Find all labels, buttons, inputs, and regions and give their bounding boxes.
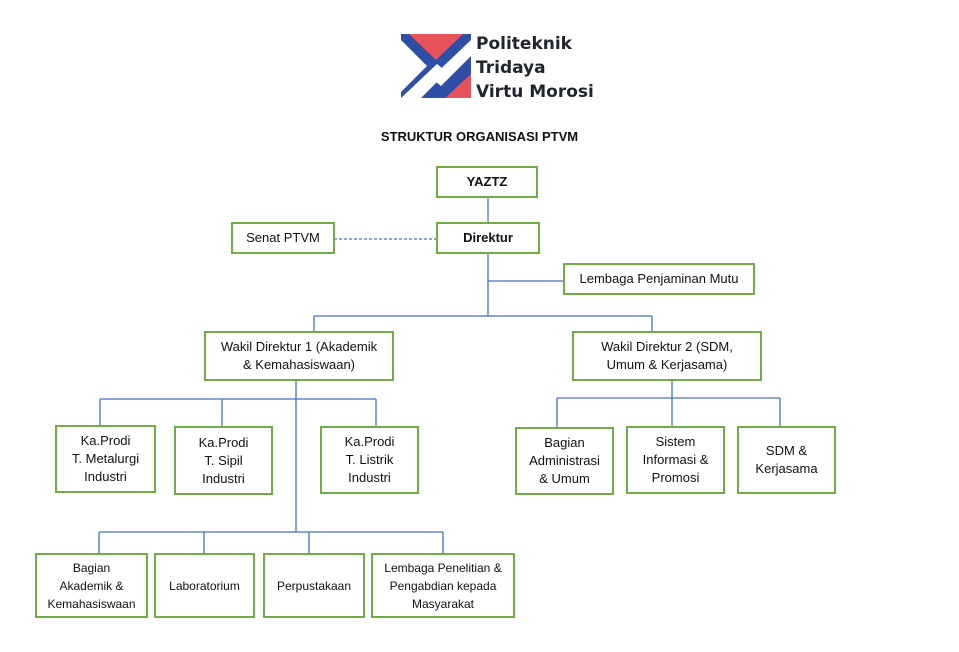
direktur-label: Direktur: [463, 230, 513, 245]
bagian-admin-box: Bagian Administrasi & Umum: [515, 427, 614, 495]
lppm-line-3: Masyarakat: [411, 596, 475, 611]
yaztz-label: YAZTZ: [466, 174, 508, 189]
bagian-admin-line-1: Bagian: [544, 435, 585, 450]
perpustakaan-box: Perpustakaan: [263, 553, 365, 618]
ptvm-logo-icon: [401, 34, 471, 98]
chart-title: STRUKTUR ORGANISASI PTVM: [380, 129, 579, 144]
prodi-metalurgi-line-2: T. Metalurgi: [71, 451, 140, 466]
lpm-label: Lembaga Penjaminan Mutu: [579, 271, 739, 286]
bagian-akademik-line-1: Bagian: [72, 560, 111, 575]
yaztz-box: YAZTZ: [436, 166, 538, 198]
sistem-info-box: Sistem Informasi & Promosi: [626, 426, 725, 494]
wadir2-box: Wakil Direktur 2 (SDM, Umum & Kerjasama): [572, 331, 762, 381]
sistem-info-line-3: Promosi: [651, 470, 700, 485]
institution-name-line-2: Tridaya: [476, 58, 546, 78]
senat-label: Senat PTVM: [246, 230, 320, 245]
prodi-sipil-box: Ka.Prodi T. Sipil Industri: [174, 426, 273, 495]
prodi-listrik-line-3: Industri: [348, 470, 391, 485]
lppm-line-1: Lembaga Penelitian &: [384, 560, 502, 575]
wadir2-label-line-2: Umum & Kerjasama): [606, 357, 728, 372]
bagian-akademik-line-2: Akademik &: [59, 578, 124, 593]
senat-box: Senat PTVM: [231, 222, 335, 254]
wadir1-label-line-2: & Kemahasiswaan): [243, 357, 355, 372]
bagian-akademik-box: Bagian Akademik & Kemahasiswaan: [35, 553, 148, 618]
prodi-metalurgi-box: Ka.Prodi T. Metalurgi Industri: [55, 425, 156, 493]
laboratorium-label: Laboratorium: [169, 578, 240, 593]
prodi-metalurgi-line-1: Ka.Prodi: [80, 433, 131, 448]
prodi-metalurgi-line-3: Industri: [84, 469, 127, 484]
sistem-info-line-2: Informasi &: [642, 452, 709, 467]
bagian-admin-line-2: Administrasi: [529, 453, 600, 468]
sdm-kerjasama-box: SDM & Kerjasama: [737, 426, 836, 494]
prodi-listrik-box: Ka.Prodi T. Listrik Industri: [320, 426, 419, 494]
lppm-box: Lembaga Penelitian & Pengabdian kepada M…: [371, 553, 515, 618]
lppm-line-2: Pengabdian kepada: [389, 578, 497, 593]
sistem-info-line-1: Sistem: [655, 434, 696, 449]
institution-name-line-1: Politeknik: [476, 34, 572, 54]
sdm-kerjasama-line-1: SDM &: [765, 443, 808, 458]
wadir1-label-line-1: Wakil Direktur 1 (Akademik: [220, 339, 378, 354]
wadir2-label-line-1: Wakil Direktur 2 (SDM,: [601, 339, 733, 354]
bagian-admin-line-3: & Umum: [539, 471, 590, 486]
sdm-kerjasama-line-2: Kerjasama: [755, 461, 818, 476]
perpustakaan-label: Perpustakaan: [276, 578, 352, 593]
institution-name: Politeknik Tridaya Virtu Morosi: [476, 32, 594, 104]
wadir1-box: Wakil Direktur 1 (Akademik & Kemahasiswa…: [204, 331, 394, 381]
prodi-sipil-line-3: Industri: [202, 470, 245, 486]
prodi-listrik-line-1: Ka.Prodi: [344, 434, 395, 449]
prodi-listrik-line-2: T. Listrik: [345, 452, 394, 467]
lpm-box: Lembaga Penjaminan Mutu: [563, 263, 755, 295]
prodi-sipil-line-2: T. Sipil: [204, 452, 243, 468]
institution-name-line-3: Virtu Morosi: [476, 82, 594, 102]
bagian-akademik-line-3: Kemahasiswaan: [47, 596, 136, 611]
direktur-box: Direktur: [436, 222, 540, 254]
laboratorium-box: Laboratorium: [154, 553, 255, 618]
prodi-sipil-line-1: Ka.Prodi: [198, 434, 249, 450]
